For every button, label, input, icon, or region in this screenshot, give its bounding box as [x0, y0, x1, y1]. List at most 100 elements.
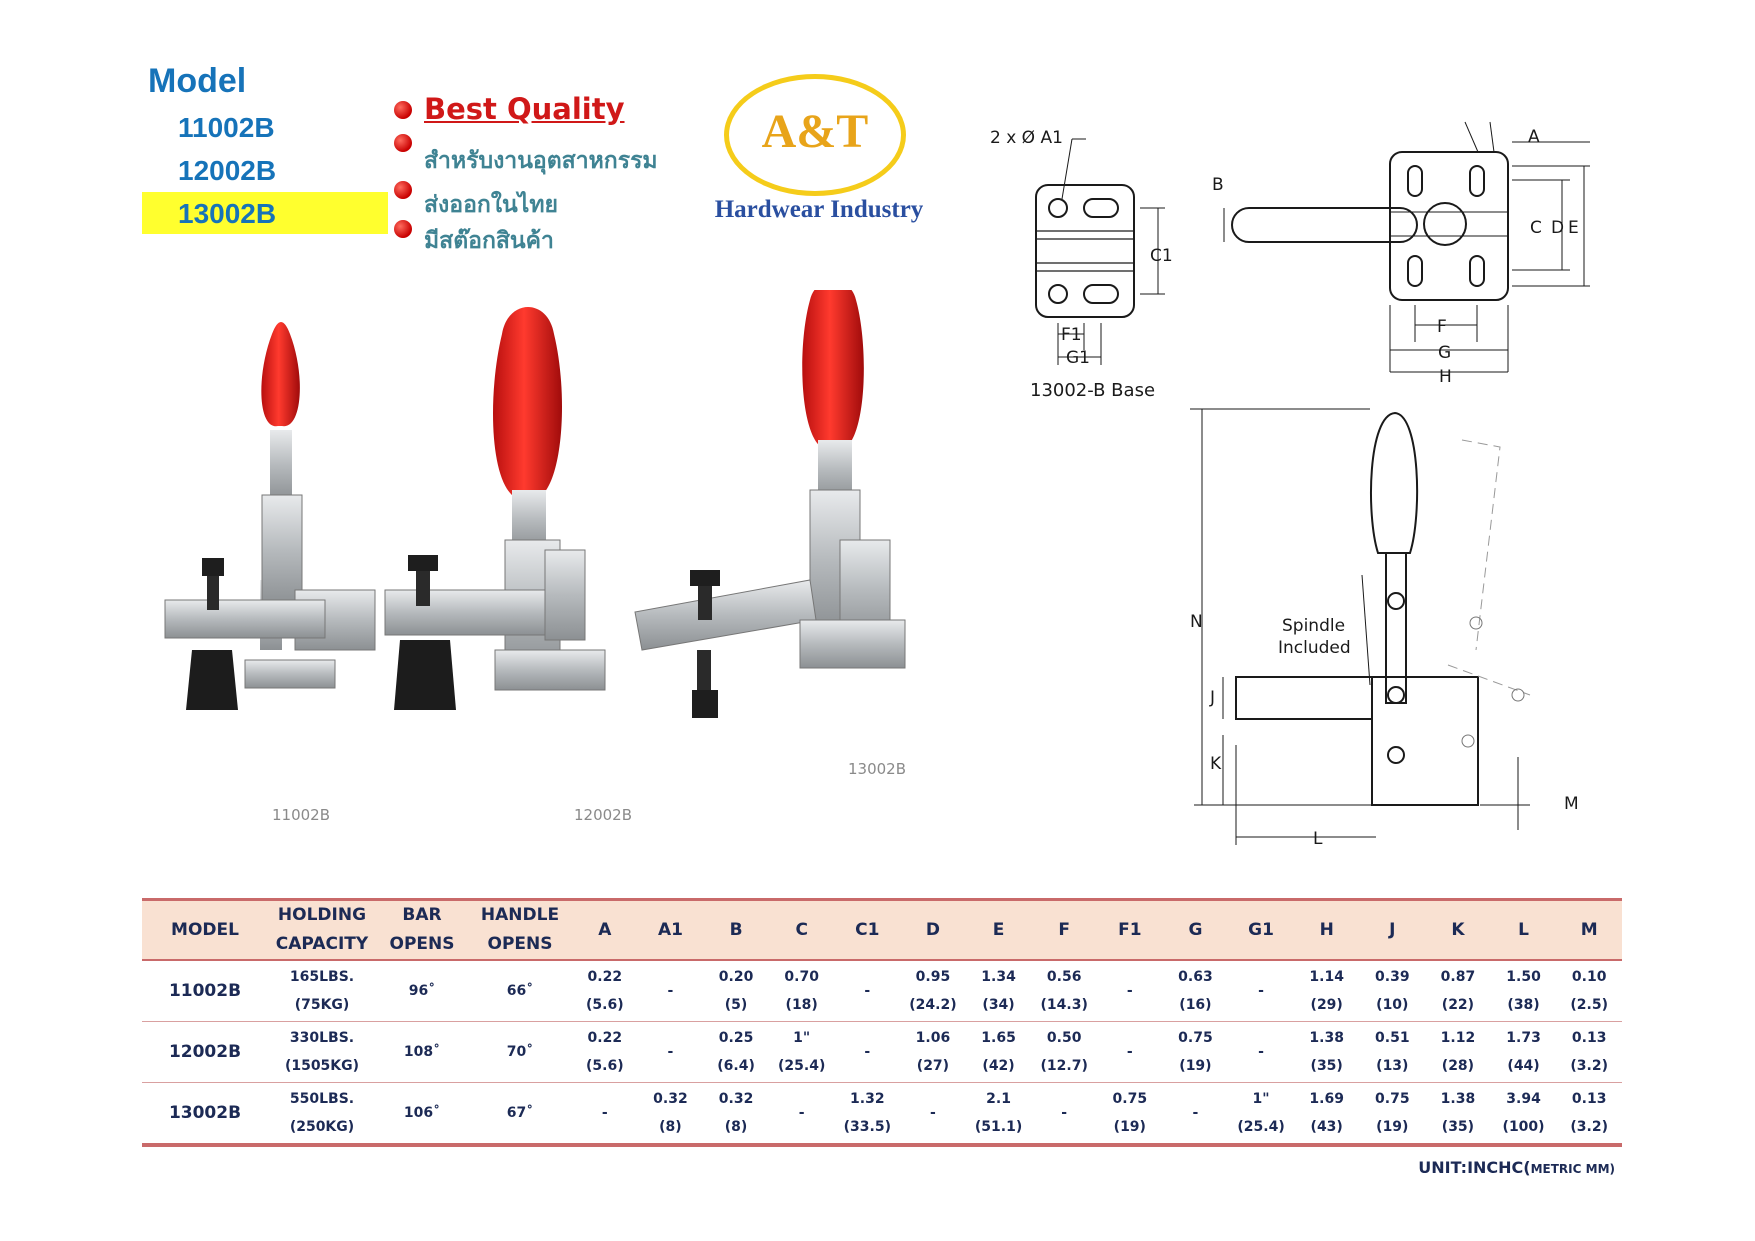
column-header-line: F [1058, 919, 1070, 940]
table-cell: 1.34 (34) [965, 960, 1032, 1022]
cell-value: (35) [1310, 1058, 1343, 1074]
photo-label: 13002B [848, 760, 907, 778]
cell-value: 2.1 [986, 1091, 1011, 1107]
clamp-photo-11002b [164, 322, 376, 710]
clamp-photo-13002b [634, 290, 906, 718]
cell-value: 0.13 [1571, 1030, 1607, 1046]
cell-value: (43) [1310, 1119, 1343, 1135]
column-header: G [1162, 898, 1229, 961]
cell-value: 1" [1252, 1091, 1270, 1107]
cell-value: 66˚ [506, 983, 534, 999]
table-cell: - [1097, 960, 1163, 1022]
column-header: C [768, 898, 835, 961]
cell-value: 1.34 [981, 969, 1016, 985]
column-header-line: B [729, 919, 743, 940]
column-header: K [1425, 898, 1491, 961]
column-header: D [900, 898, 966, 961]
table-cell: 3.94(100) [1490, 1082, 1557, 1147]
cell-value: 108˚ [403, 1044, 441, 1060]
table-cell: - [572, 1082, 638, 1147]
table-cell: - [768, 1082, 835, 1147]
base-drawing: 2 x Ø A1 C1 F1 G1 [990, 128, 1173, 365]
cell-value: 0.25 [718, 1030, 754, 1046]
cell-value: (8) [724, 1119, 748, 1135]
dim-a-label: A [1528, 127, 1540, 147]
dim-g-label: G [1438, 343, 1451, 363]
column-header: J [1359, 898, 1426, 961]
dim-k-label: K [1210, 754, 1222, 774]
table-cell: - [1031, 1082, 1097, 1147]
column-header-line: E [992, 919, 1005, 940]
table-cell: 0.22(5.6) [572, 1021, 638, 1083]
cell-value: (34) [982, 997, 1015, 1013]
cell-value: 0.75 [1178, 1030, 1213, 1046]
table-cell: 0.75(19) [1162, 1021, 1229, 1083]
table-cell: 0.87 (22) [1425, 960, 1491, 1022]
cell-value: (22) [1441, 997, 1475, 1013]
table-cell: 0.63(16) [1162, 960, 1229, 1022]
feature-item: ส่งออกในไทย [424, 191, 558, 217]
cell-value: 1.12 [1440, 1030, 1476, 1046]
table-cell: 0.95(24.2) [900, 960, 966, 1022]
clamp-photo-12002b [384, 307, 606, 710]
cell-value: - [667, 1044, 674, 1060]
base-c1-label: C1 [1150, 246, 1173, 266]
cell-value: 0.70 [784, 969, 819, 985]
cell-value: 0.87 [1440, 969, 1476, 985]
table-cell: - [637, 1021, 704, 1083]
column-header-line: OPENS [487, 934, 553, 954]
cell-value: (28) [1441, 1058, 1475, 1074]
side-view-drawing: N J K L M Spindle Included [1190, 408, 1579, 849]
column-header-line: F1 [1118, 919, 1142, 940]
column-header-line: K [1451, 919, 1465, 940]
table-cell: 1.38 (35) [1293, 1021, 1360, 1083]
cell-value: 550LBS. [289, 1091, 355, 1107]
unit-main: UNIT:INCHC( [1418, 1158, 1531, 1177]
table-cell: 165LBS.(75KG) [268, 960, 376, 1022]
cell-value: 1.38 [1440, 1091, 1476, 1107]
cell-value: (3.2) [1570, 1119, 1608, 1135]
cell-value: 1" [793, 1030, 811, 1046]
table-cell: - [1162, 1082, 1229, 1147]
table-cell: 0.22(5.6) [572, 960, 638, 1022]
dim-j-label: J [1209, 688, 1215, 708]
cell-value: 0.32 [653, 1091, 688, 1107]
cell-value: 1.38 [1309, 1030, 1344, 1046]
bullet-icon [394, 134, 412, 152]
cell-value: (24.2) [909, 997, 957, 1013]
row-model: 13002B [142, 1082, 268, 1147]
table-cell: 0.25(6.4) [703, 1021, 769, 1083]
table-cell: 0.13(3.2) [1556, 1021, 1622, 1083]
table-cell: 0.70(18) [768, 960, 835, 1022]
cell-value: (33.5) [843, 1119, 891, 1135]
cell-value: 0.13 [1571, 1091, 1607, 1107]
cell-value: 0.20 [718, 969, 754, 985]
cell-value: - [1126, 983, 1133, 999]
cell-value: (2.5) [1570, 997, 1608, 1013]
table-cell: 1.65(42) [965, 1021, 1032, 1083]
photo-label: 12002B [574, 806, 633, 824]
cell-value: (8) [659, 1119, 682, 1135]
dim-c-label: C [1530, 218, 1542, 238]
cell-value: (25.4) [1237, 1119, 1285, 1135]
table-cell: 1.32(33.5) [834, 1082, 901, 1147]
cell-value: (27) [916, 1058, 950, 1074]
table-cell: 0.13 (3.2) [1556, 1082, 1622, 1147]
cell-value: - [798, 1105, 805, 1121]
table-cell: 330LBS.(1505KG) [268, 1021, 376, 1083]
table-cell: 0.10(2.5) [1556, 960, 1622, 1022]
column-header: G1 [1228, 898, 1294, 961]
cell-value: 0.32 [718, 1091, 754, 1107]
logo-subtitle: Hardwear Industry [714, 196, 924, 223]
dim-h-label: H [1439, 367, 1452, 387]
table-cell: 70˚ [468, 1021, 572, 1083]
column-header: F1 [1097, 898, 1163, 961]
table-cell: 1.12 (28) [1425, 1021, 1491, 1083]
table-cell: - [900, 1082, 966, 1147]
column-header-line: D [925, 919, 940, 940]
model-title: Model [148, 62, 247, 100]
